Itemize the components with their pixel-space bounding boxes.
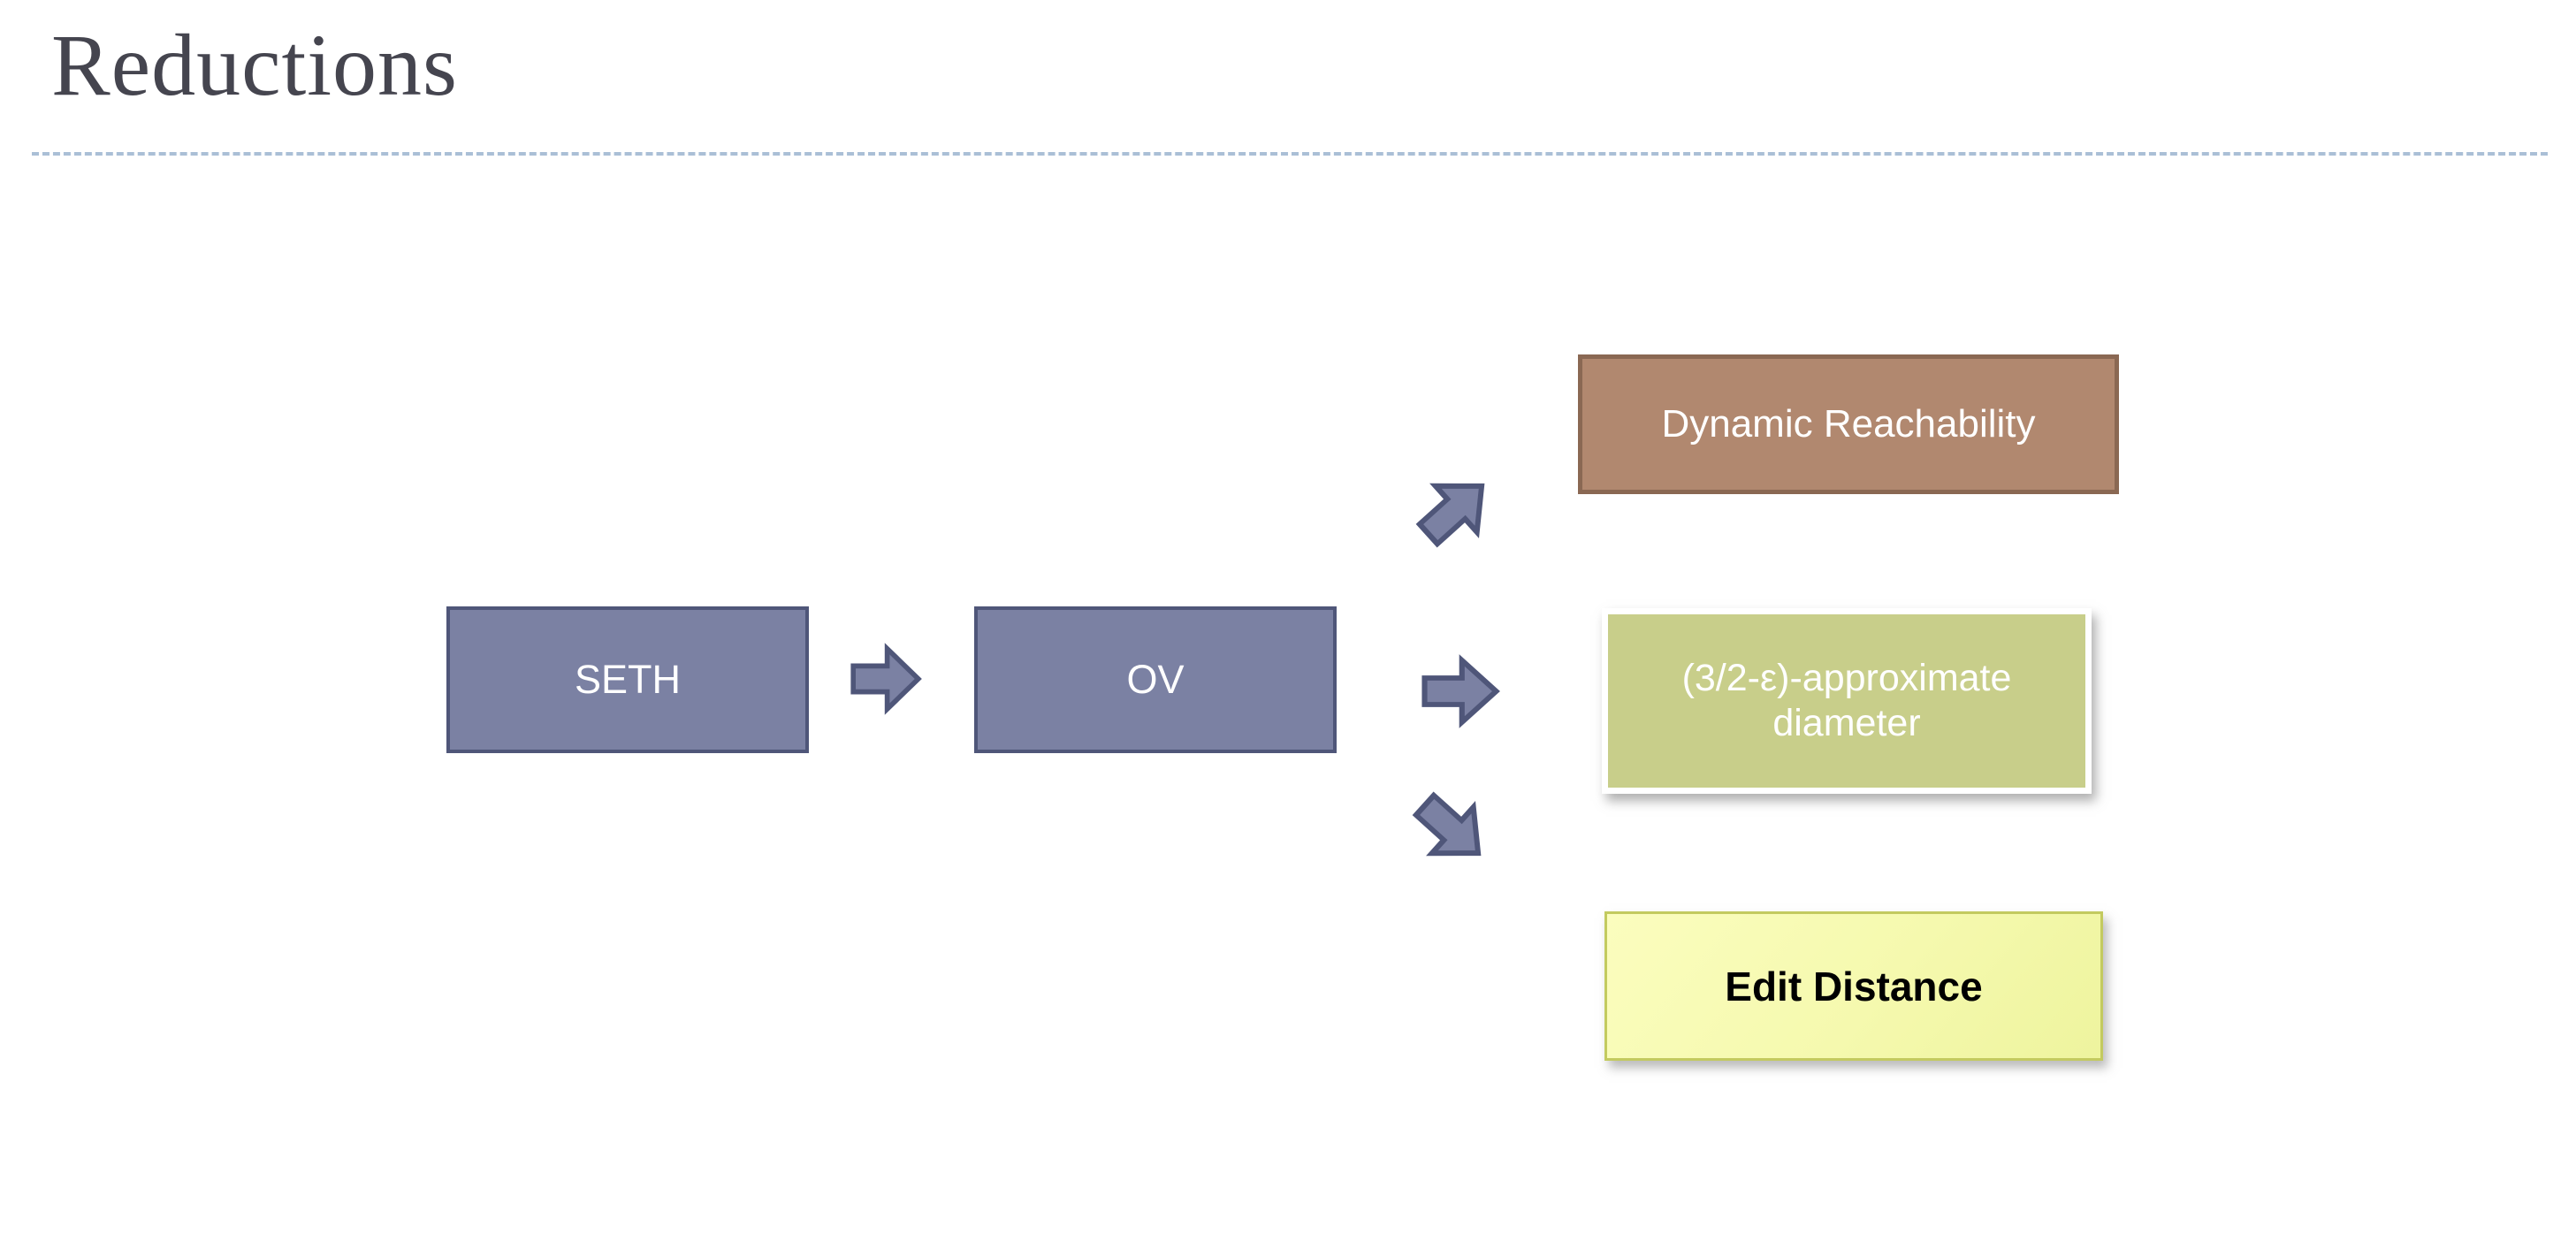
arrow-seth-to-ov-icon: [850, 643, 922, 715]
node-dynamic-reachability: Dynamic Reachability: [1578, 354, 2119, 494]
node-approx-diameter: (3/2-ε)-approximate diameter: [1602, 608, 2092, 794]
arrow-ov-to-reachability-icon: [1403, 458, 1508, 562]
arrow-ov-to-diameter-icon: [1421, 654, 1500, 728]
slide-title: Reductions: [51, 16, 458, 114]
node-approx-diameter-label-line1: (3/2-ε)-approximate: [1681, 657, 2012, 700]
node-seth-label: SETH: [574, 657, 681, 702]
node-dynamic-reachability-label: Dynamic Reachability: [1661, 402, 2036, 446]
node-edit-distance-label: Edit Distance: [1725, 963, 1983, 1009]
node-edit-distance: Edit Distance: [1604, 911, 2103, 1061]
node-ov: OV: [974, 606, 1337, 753]
node-approx-diameter-body: (3/2-ε)-approximate diameter: [1608, 614, 2085, 788]
arrow-ov-to-edit-distance-icon: [1399, 777, 1505, 881]
title-divider: [32, 152, 2548, 156]
node-ov-label: OV: [1126, 657, 1185, 702]
node-seth: SETH: [446, 606, 809, 753]
node-approx-diameter-label-line2: diameter: [1772, 702, 1921, 744]
